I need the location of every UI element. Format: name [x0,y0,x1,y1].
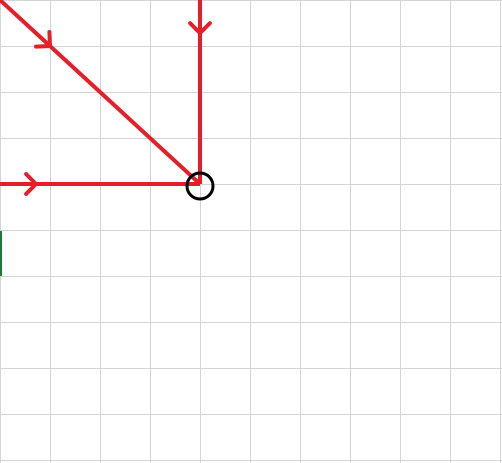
arrowhead-icon [24,172,38,196]
nodes-layer [185,171,215,201]
junction-circle [185,171,215,201]
arrows-layer [0,0,212,196]
edge-marker [0,231,2,276]
horizontal-arrow [0,172,200,196]
vertical-arrow [188,0,212,184]
diagonal-arrow [0,0,202,186]
arrow-line [0,0,202,186]
arrowhead-icon [34,30,52,49]
arrowhead-icon [188,21,212,36]
